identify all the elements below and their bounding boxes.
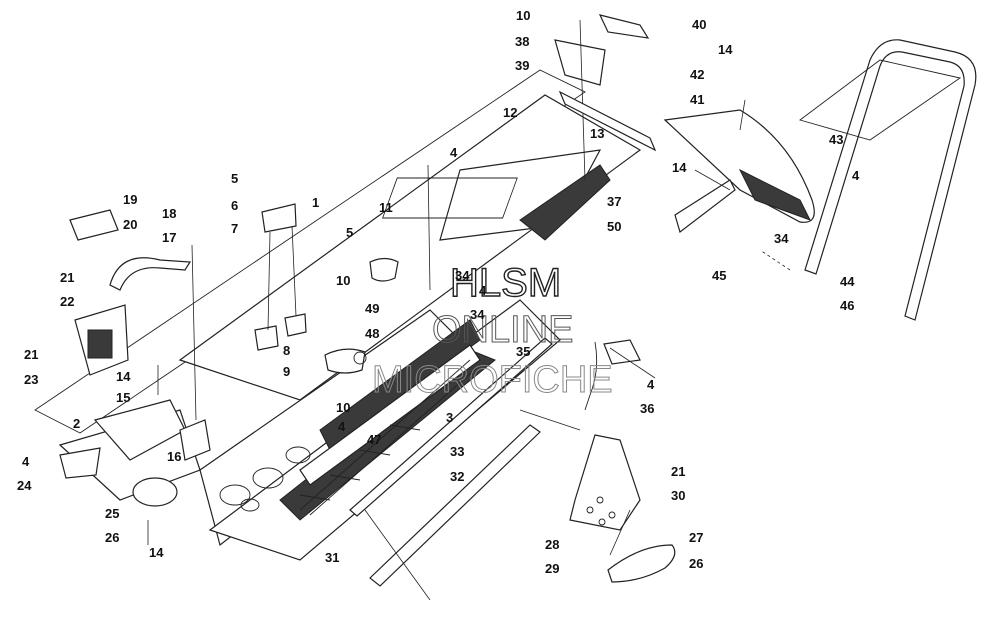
- callout-26a: 26: [105, 530, 119, 545]
- callout-15: 15: [116, 390, 130, 405]
- callout-4a: 4: [450, 145, 458, 160]
- callout-5a: 5: [231, 171, 238, 186]
- watermark: HLSM ONLINE MICROFICHE: [372, 260, 614, 401]
- callout-43: 43: [829, 132, 843, 147]
- left-side-parts: [69, 209, 192, 376]
- callout-31: 31: [325, 550, 339, 565]
- callout-4e: 4: [647, 377, 655, 392]
- callout-33: 33: [450, 444, 464, 459]
- callout-36: 36: [640, 401, 654, 416]
- callout-14c: 14: [116, 369, 131, 384]
- callout-6: 6: [231, 198, 238, 213]
- tunnel-end-strip: [558, 90, 657, 152]
- callout-10a: 10: [516, 8, 530, 23]
- callout-4c: 4: [22, 454, 30, 469]
- callout-14a: 14: [718, 42, 733, 57]
- callout-8: 8: [283, 343, 290, 358]
- callout-1: 1: [312, 195, 319, 210]
- tunnel-cutouts: [219, 351, 367, 512]
- callout-28: 28: [545, 537, 559, 552]
- callout-34c: 34: [470, 307, 485, 322]
- callout-24: 24: [17, 478, 32, 493]
- running-board-bars: [349, 337, 553, 587]
- callout-26b: 26: [689, 556, 703, 571]
- callout-37: 37: [607, 194, 621, 209]
- callout-46: 46: [840, 298, 854, 313]
- callout-50: 50: [607, 219, 621, 234]
- callout-14b: 14: [672, 160, 687, 175]
- callout-4b: 4: [852, 168, 860, 183]
- callout-10b: 10: [336, 273, 350, 288]
- callout-4d: 4: [338, 419, 346, 434]
- callout-3: 3: [446, 410, 453, 425]
- callout-35: 35: [516, 344, 530, 359]
- upper-mount-bracket: [554, 14, 650, 181]
- watermark-line-2: ONLINE: [432, 309, 573, 351]
- running-board-pattern: [299, 359, 481, 516]
- callout-19: 19: [123, 192, 137, 207]
- snow-flap-assembly: [663, 109, 815, 234]
- leader-lines: [147, 99, 791, 601]
- callout-12: 12: [503, 105, 517, 120]
- callout-49: 49: [365, 301, 379, 316]
- front-footwell: [59, 399, 211, 507]
- watermark-line-1: HLSM: [450, 261, 561, 305]
- rear-bumper-frame: [799, 39, 977, 321]
- callout-9: 9: [283, 364, 290, 379]
- footrest-brackets: [254, 203, 307, 351]
- chain-assembly: [584, 339, 641, 411]
- callout-18: 18: [162, 206, 176, 221]
- callout-5b: 5: [346, 225, 353, 240]
- callout-16: 16: [167, 449, 181, 464]
- callout-32: 32: [450, 469, 464, 484]
- callout-34a: 34: [774, 231, 789, 246]
- callout-22: 22: [60, 294, 74, 309]
- callout-40: 40: [692, 17, 706, 32]
- callout-17: 17: [162, 230, 176, 245]
- callout-41: 41: [690, 92, 704, 107]
- callout-27: 27: [689, 530, 703, 545]
- callout-labels: 1 2 3 4 4 4 4 4 4 5 5 6 7 8 9 10 10 10 1…: [17, 8, 860, 576]
- callout-14d: 14: [149, 545, 164, 560]
- callout-4f: 4: [479, 283, 487, 298]
- callout-45: 45: [712, 268, 726, 283]
- footrest-plate: [569, 434, 641, 531]
- callout-29: 29: [545, 561, 559, 576]
- callout-48: 48: [365, 326, 379, 341]
- callout-25: 25: [105, 506, 119, 521]
- callout-11: 11: [379, 200, 393, 215]
- callout-10c: 10: [336, 400, 350, 415]
- callout-39: 39: [515, 58, 529, 73]
- callout-44: 44: [840, 274, 855, 289]
- callout-2: 2: [73, 416, 80, 431]
- callout-42: 42: [690, 67, 704, 82]
- callout-23: 23: [24, 372, 38, 387]
- callout-20: 20: [123, 217, 137, 232]
- callout-13: 13: [590, 126, 604, 141]
- callout-34b: 34: [455, 268, 470, 283]
- watermark-line-3: MICROFICHE: [372, 359, 613, 401]
- callout-21b: 21: [24, 347, 38, 362]
- callout-38: 38: [515, 34, 529, 49]
- callout-21c: 21: [671, 464, 685, 479]
- callout-30: 30: [671, 488, 685, 503]
- callout-7: 7: [231, 221, 238, 236]
- step-handle: [607, 544, 676, 583]
- callout-47: 47: [367, 432, 381, 447]
- callout-21a: 21: [60, 270, 74, 285]
